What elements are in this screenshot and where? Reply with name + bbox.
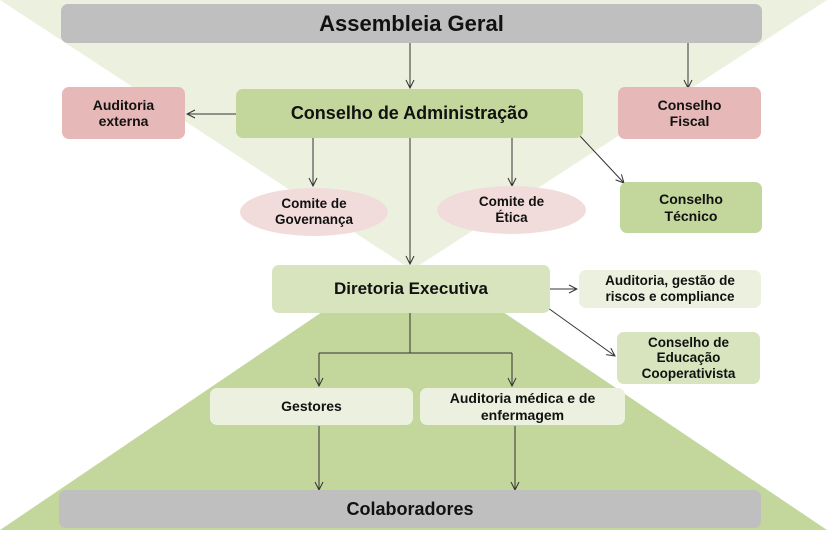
node-diretoria-executiva: Diretoria Executiva — [272, 265, 550, 313]
node-comite-governanca: Comite de Governança — [240, 188, 388, 236]
bottom-pyramid-shape — [0, 310, 827, 530]
edge-diretoria-educacao — [547, 307, 615, 356]
node-assembleia-geral: Assembleia Geral — [61, 4, 762, 43]
node-auditoria-externa: Auditoria externa — [62, 87, 185, 139]
node-conselho-administracao: Conselho de Administração — [236, 89, 583, 138]
node-auditoria-riscos: Auditoria, gestão de riscos e compliance — [579, 270, 761, 308]
node-auditoria-medica: Auditoria médica e de enfermagem — [420, 388, 625, 425]
node-gestores: Gestores — [210, 388, 413, 425]
node-conselho-educacao: Conselho de Educação Cooperativista — [617, 332, 760, 384]
node-comite-etica: Comite de Ética — [437, 186, 586, 234]
node-conselho-tecnico: Conselho Técnico — [620, 182, 762, 233]
node-conselho-fiscal: Conselho Fiscal — [618, 87, 761, 139]
edge-administracao-conselho-tecnico — [579, 135, 624, 183]
node-colaboradores: Colaboradores — [59, 490, 761, 528]
